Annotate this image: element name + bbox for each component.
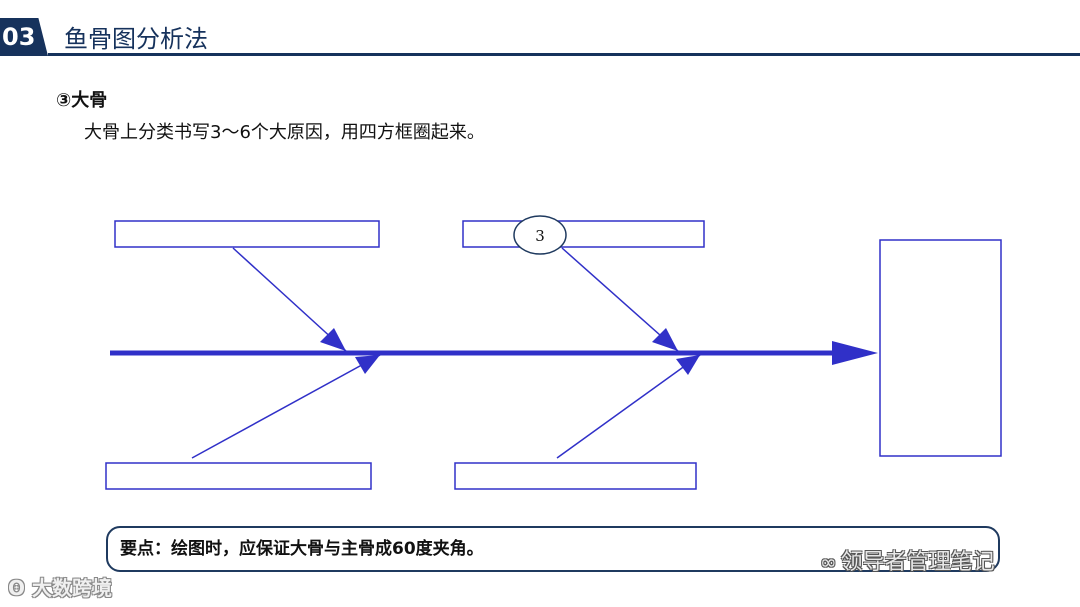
page-title: 鱼骨图分析法 <box>64 25 208 53</box>
big-bone-top-left-arrowhead <box>320 328 346 351</box>
section-description: 大骨上分类书写3～6个大原因，用四方框圈起来。 <box>84 122 485 143</box>
cause-box-top-right[interactable] <box>462 220 705 248</box>
wechat-icon: ∞ <box>820 550 837 574</box>
key-point-text: 要点：绘图时，应保证大骨与主骨成60度夹角。 <box>120 539 484 559</box>
section-heading: ③大骨 <box>56 90 108 111</box>
watermark-right: ∞领导者管理笔记 <box>820 544 995 576</box>
head-box[interactable] <box>879 239 1002 457</box>
big-bone-top-right-arrowhead <box>652 328 678 351</box>
big-bone-bottom-right-arrowhead <box>676 355 700 375</box>
spine-arrowhead <box>832 341 878 365</box>
big-bone-bottom-left <box>191 354 381 459</box>
title-divider <box>48 53 1080 56</box>
bone-number-ellipse <box>513 215 567 255</box>
cause-box-top-left[interactable] <box>114 220 380 248</box>
watermark-logo-icon: ʘ <box>8 576 32 600</box>
watermark-left: ʘ 大数跨境 <box>8 572 112 601</box>
cause-box-bottom-right[interactable] <box>454 462 697 490</box>
section-number-badge: 03 <box>0 18 48 56</box>
cause-box-bottom-left[interactable] <box>105 462 372 490</box>
key-point-box: 要点：绘图时，应保证大骨与主骨成60度夹角。 <box>106 526 1000 572</box>
watermark-left-text: 大数跨境 <box>31 576 112 600</box>
bone-number-label: 3 <box>535 227 545 245</box>
big-bone-top-left <box>232 247 347 352</box>
big-bone-bottom-right <box>556 354 701 459</box>
big-bone-top-right <box>561 247 679 352</box>
watermark-right-text: 领导者管理笔记 <box>840 550 995 575</box>
big-bone-bottom-left-arrowhead <box>355 355 380 374</box>
